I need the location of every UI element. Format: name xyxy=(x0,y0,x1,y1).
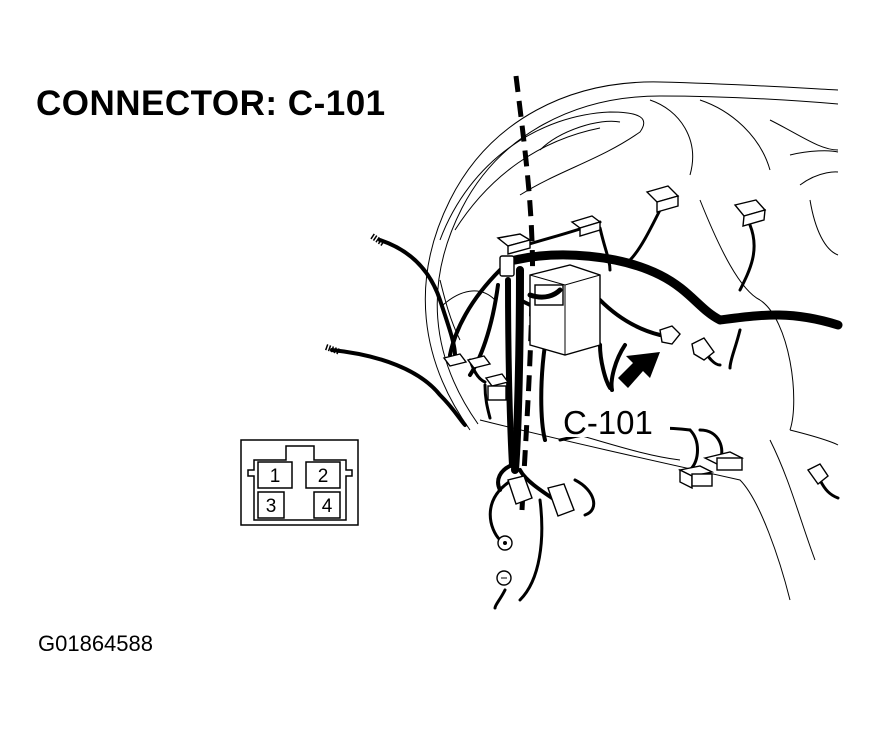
junction-block xyxy=(527,264,601,356)
pin-2-label: 2 xyxy=(318,466,329,487)
connector-callout-label: C-101 xyxy=(563,404,653,441)
wire-end-stubs xyxy=(324,233,386,355)
connector-face-view: 1 2 3 4 xyxy=(240,439,359,526)
pin-3-label: 3 xyxy=(266,496,277,517)
connector-bodies xyxy=(442,185,829,586)
figure-id: G01864588 xyxy=(38,631,153,656)
pin-1-label: 1 xyxy=(270,466,281,487)
diagram-title: CONNECTOR: C-101 xyxy=(36,84,386,123)
dashboard-outline xyxy=(424,81,839,601)
callout-arrow xyxy=(618,352,660,388)
pin-4-label: 4 xyxy=(322,496,333,517)
